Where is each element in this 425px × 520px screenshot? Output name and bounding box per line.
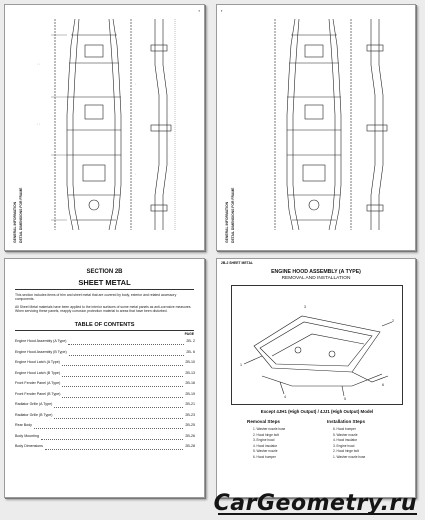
- toc-entry-title: Front Fender Panel (A Type): [15, 381, 61, 385]
- step-item: 5. Washer nozzle: [333, 432, 358, 437]
- toc-entry-title: Front Fender Panel (B Type): [15, 391, 61, 396]
- watermark-logo: CarGeometry.ru: [213, 491, 417, 516]
- step-item: 1. Washer nozzle hose: [253, 427, 286, 431]
- step-item: 1. Washer nozzle hose: [333, 455, 366, 459]
- toc-entry-title: Body Dimensions: [15, 444, 43, 448]
- toc-leader-dots: [54, 402, 184, 408]
- toc-page-header: PAGE: [184, 332, 194, 336]
- step-item: 2. Hood hinge bolt: [253, 432, 279, 437]
- step-item: 4. Hood insulator: [253, 443, 278, 448]
- toc-entry-page: 2B-25: [185, 423, 195, 427]
- toc-leader-dots: [54, 413, 184, 419]
- toc-entry-page: 2B-19: [185, 391, 195, 396]
- svg-text:5: 5: [344, 397, 346, 401]
- toc-entry-page: 2B-28: [185, 444, 195, 448]
- removal-steps-title: Removal Steps: [247, 419, 280, 424]
- toc-entry-page: 2B-13: [185, 370, 195, 375]
- toc-leader-dots: [44, 444, 184, 450]
- page-frame-dimensions-1[interactable]: ▪ ◦ ◦◦ ◦◦◦ G: [4, 4, 205, 251]
- step-item: 3. Engine hood: [253, 438, 275, 443]
- frame-drawing: ◦ ◦ ◦ ◦ ◦ ◦: [37, 18, 176, 231]
- page-subtitle: REMOVAL AND INSTALLATION: [281, 276, 351, 281]
- svg-text:6: 6: [382, 383, 384, 387]
- toc-row[interactable]: Rear Body 2B-25: [15, 423, 195, 431]
- toc-entry-page: 2B-23: [185, 412, 195, 417]
- toc-title: TABLE OF CONTENTS: [74, 322, 135, 328]
- toc-leader-dots: [33, 423, 184, 429]
- toc-row[interactable]: Radiator Grille (A Type) 2B-21: [15, 402, 195, 410]
- toc-entry-title: Body Mounting: [15, 433, 39, 438]
- toc-row[interactable]: Front Fender Panel (A Type) 2B-16: [15, 381, 195, 389]
- step-item: 6. Hood bumper: [333, 427, 356, 431]
- toc-leader-dots: [68, 339, 185, 345]
- page-sheet-metal-toc[interactable]: SECTION 2B SHEET METAL This section incl…: [4, 258, 205, 498]
- installation-steps-title: Installation Steps: [327, 419, 366, 424]
- frame-drawing: [274, 18, 388, 231]
- toc-entry-page: 2B-26: [185, 433, 195, 438]
- toc-entry-title: Engine Hood Latch (B Type): [15, 370, 61, 375]
- intro-text: This section includes items of trim and …: [15, 293, 177, 302]
- toc-entry-title: Engine Hood Latch (A Type): [15, 360, 60, 364]
- page-title: ENGINE HOOD ASSEMBLY (A TYPE): [271, 269, 361, 275]
- toc-leader-dots: [62, 392, 184, 398]
- svg-text:◦: ◦: [135, 82, 136, 86]
- hood-illustration-frame: 1 2 4 5 3 6: [231, 285, 403, 405]
- svg-text:1: 1: [240, 363, 242, 367]
- toc-entry-title: Engine Hood Assembly (A Type): [15, 339, 67, 343]
- step-item: 5. Washer nozzle: [253, 449, 278, 454]
- toc-entry-title: Radiator Grille (A Type): [15, 402, 53, 406]
- toc-entry-page: 2B- 2: [186, 339, 195, 343]
- toc-entry-page: 2B-10: [185, 360, 195, 364]
- svg-text:◦: ◦: [135, 172, 136, 176]
- toc-entry-page: 2B-21: [185, 402, 195, 406]
- svg-text:◦ ◦: ◦ ◦: [37, 62, 40, 66]
- page-corner-mark: ▪: [198, 8, 200, 13]
- toc-leader-dots: [62, 371, 184, 377]
- page-corner-mark: ▪: [221, 8, 223, 13]
- divider: [15, 330, 194, 331]
- toc-leader-dots: [68, 350, 185, 356]
- toc-row[interactable]: Radiator Grille (B Type) 2B-23: [15, 413, 195, 421]
- engine-hood-illustration: 1 2 4 5 3 6: [240, 305, 394, 401]
- svg-text:3: 3: [304, 305, 306, 309]
- page-frame-dimensions-2[interactable]: ▪ GENERAL INFORMATION DETAIL DIMENSIONS …: [216, 4, 416, 251]
- toc-row[interactable]: Engine Hood Latch (B Type) 2B-13: [15, 371, 195, 379]
- toc-row[interactable]: Front Fender Panel (B Type) 2B-19: [15, 392, 195, 400]
- toc-row[interactable]: Engine Hood Assembly (B Type) 2B- 6: [15, 350, 195, 358]
- section-title: SHEET METAL: [78, 278, 131, 287]
- toc-row[interactable]: Body Dimensions 2B-28: [15, 444, 195, 452]
- toc-row[interactable]: Engine Hood Assembly (A Type) 2B- 2: [15, 339, 195, 347]
- svg-text:4: 4: [284, 395, 286, 399]
- toc-leader-dots: [61, 360, 184, 366]
- toc-entry-page: 2B- 6: [186, 349, 195, 354]
- page-engine-hood[interactable]: 2B-2 SHEET METAL ENGINE HOOD ASSEMBLY (A…: [216, 258, 416, 498]
- section-label: SECTION 2B: [86, 269, 123, 275]
- toc-row[interactable]: Engine Hood Latch (A Type) 2B-10: [15, 360, 195, 368]
- toc-entry-title: Engine Hood Assembly (B Type): [15, 349, 67, 354]
- toc-row[interactable]: Body Mounting 2B-26: [15, 434, 195, 442]
- toc-leader-dots: [40, 434, 184, 440]
- header-tag: 2B-2 SHEET METAL: [221, 261, 253, 265]
- toc-entry-page: 2B-16: [185, 381, 195, 385]
- svg-text:◦ ◦: ◦ ◦: [37, 122, 40, 126]
- side-caption-2: DETAIL DIMENSIONS FOR FRAME: [231, 187, 235, 243]
- divider: [15, 289, 194, 290]
- step-item: 2. Hood hinge bolt: [333, 449, 359, 454]
- step-item: 4. Hood insulator: [333, 438, 358, 443]
- toc-entry-title: Radiator Grille (B Type): [15, 412, 53, 417]
- side-caption: GENERAL INFORMATION: [13, 201, 17, 243]
- caution-text: All Sheet Metal materials have been appl…: [15, 305, 192, 314]
- step-item: 3. Engine hood: [333, 443, 355, 448]
- side-caption-2: DETAIL DIMENSIONS FOR FRAME: [19, 187, 23, 243]
- toc-leader-dots: [62, 381, 184, 387]
- svg-text:2: 2: [392, 319, 394, 323]
- step-item: 6. Hood bumper: [253, 455, 276, 459]
- model-applicability: Except 4JH1 (High Output) / 4JJ1 (High O…: [260, 409, 374, 414]
- toc-entry-title: Rear Body: [15, 423, 32, 427]
- side-caption: GENERAL INFORMATION: [225, 201, 229, 243]
